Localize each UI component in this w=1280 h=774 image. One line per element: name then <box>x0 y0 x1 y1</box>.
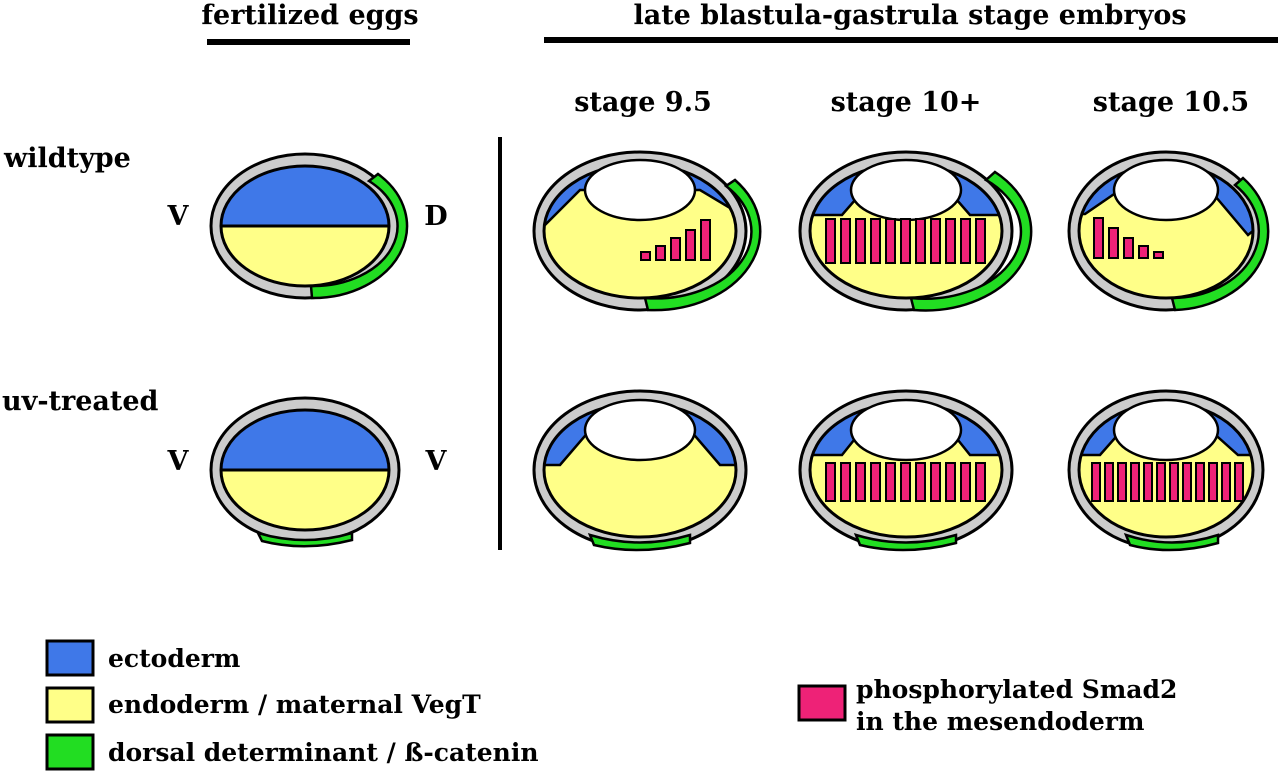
smad2-bar <box>945 218 956 264</box>
legend-label-ectoderm: ectoderm <box>108 644 240 673</box>
smad2-bar <box>655 245 666 261</box>
embryo-wt-stage-9-5 <box>532 150 762 312</box>
ventral-letter-uv-left: V <box>167 446 190 477</box>
stage-label-10-5: stage 10.5 <box>1093 87 1249 118</box>
smad2-bar <box>1108 227 1119 259</box>
dorsal-determinant-band <box>255 530 354 548</box>
smad2-bar <box>1156 462 1166 502</box>
header-late-blastula: late blastula-gastrula stage embryos <box>633 0 1186 31</box>
smad2-bar <box>1221 462 1231 502</box>
ventral-letter-uv-right: V <box>425 446 448 477</box>
legend-swatch-endoderm <box>45 686 95 724</box>
smad2-bar <box>960 462 971 502</box>
smad2-bar <box>930 218 941 264</box>
smad2-bar <box>930 462 941 502</box>
legend-label-smad2-line2: in the mesendoderm <box>856 707 1144 736</box>
smad2-bar <box>840 462 851 502</box>
smad2-bar <box>1104 462 1114 502</box>
blastocoel <box>849 158 963 222</box>
smad2-bar <box>975 218 986 264</box>
embryo-uv-stage-10plus <box>798 389 1014 552</box>
smad2-bar <box>870 218 881 264</box>
smad2-bar <box>855 462 866 502</box>
dorsal-determinant-band <box>587 533 692 552</box>
smad2-bar <box>1153 251 1164 259</box>
smad2-bar <box>870 462 881 502</box>
ectoderm-region <box>221 166 389 226</box>
ectoderm-region <box>221 410 389 470</box>
smad2-bar <box>685 229 696 261</box>
blastocoel <box>583 158 697 222</box>
row-label-wildtype: wildtype <box>3 143 131 174</box>
smad2-bar <box>1195 462 1205 502</box>
smad2-bar <box>1234 462 1244 502</box>
dorsal-determinant-band <box>853 533 958 552</box>
smad2-bar <box>1123 237 1134 259</box>
smad2-bar <box>670 237 681 261</box>
blastocoel <box>1112 398 1220 462</box>
smad2-bar <box>915 218 926 264</box>
smad2-bar <box>885 218 896 264</box>
smad2-bar <box>1182 462 1192 502</box>
smad2-bar <box>900 218 911 264</box>
smad2-bar <box>840 218 851 264</box>
stage-label-9-5: stage 9.5 <box>574 87 712 118</box>
blastocoel <box>583 398 697 462</box>
smad2-bar <box>1138 245 1149 259</box>
legend-label-dorsal: dorsal determinant / ß-catenin <box>108 738 539 767</box>
smad2-bar <box>945 462 956 502</box>
embryo-uv-stage-10-5 <box>1067 389 1265 552</box>
smad2-bar <box>640 251 651 261</box>
smad2-bar <box>825 462 836 502</box>
smad2-bars <box>640 219 711 261</box>
legend-swatch-dorsal <box>45 733 95 771</box>
smad2-bar <box>885 462 896 502</box>
row-label-uv-treated: uv-treated <box>2 386 159 417</box>
stage-label-10plus: stage 10+ <box>831 87 982 118</box>
legend-swatch-ectoderm <box>45 639 95 677</box>
smad2-bar <box>825 218 836 264</box>
blastocoel <box>1112 158 1220 222</box>
smad2-bar <box>1091 462 1101 502</box>
legend-swatch-smad2 <box>797 684 847 722</box>
dorsal-determinant-crescent <box>309 172 409 300</box>
egg-wildtype <box>209 152 409 300</box>
header-fertilized-eggs: fertilized eggs <box>201 0 418 31</box>
dorsal-crescent <box>909 170 1033 312</box>
smad2-bar <box>700 219 711 261</box>
smad2-bars <box>1093 217 1164 259</box>
ventral-letter-wt: V <box>167 201 190 232</box>
dorsal-letter-wt: D <box>424 201 447 232</box>
smad2-bar <box>1169 462 1179 502</box>
legend-label-endoderm: endoderm / maternal VegT <box>108 690 481 719</box>
smad2-bar <box>1143 462 1153 502</box>
smad2-bar <box>1130 462 1140 502</box>
blastocoel <box>849 398 963 462</box>
dorsal-determinant-band <box>1123 532 1220 552</box>
egg-uv-treated <box>209 396 401 548</box>
smad2-bars <box>825 462 986 502</box>
smad2-bar <box>855 218 866 264</box>
embryo-uv-stage-9-5 <box>532 389 748 552</box>
embryo-wt-stage-10plus <box>798 150 1033 312</box>
legend: ectoderm endoderm / maternal VegT dorsal… <box>45 639 1177 771</box>
smad2-bar <box>975 462 986 502</box>
smad2-bar <box>1117 462 1127 502</box>
smad2-bar <box>1208 462 1218 502</box>
smad2-bar <box>915 462 926 502</box>
smad2-bar <box>960 218 971 264</box>
smad2-bar <box>1093 217 1104 259</box>
smad2-bars <box>825 218 986 264</box>
smad2-bar <box>900 462 911 502</box>
embryo-wt-stage-10-5 <box>1067 150 1270 312</box>
smad2-bars <box>1091 462 1244 502</box>
legend-label-smad2-line1: phosphorylated Smad2 <box>856 675 1177 704</box>
